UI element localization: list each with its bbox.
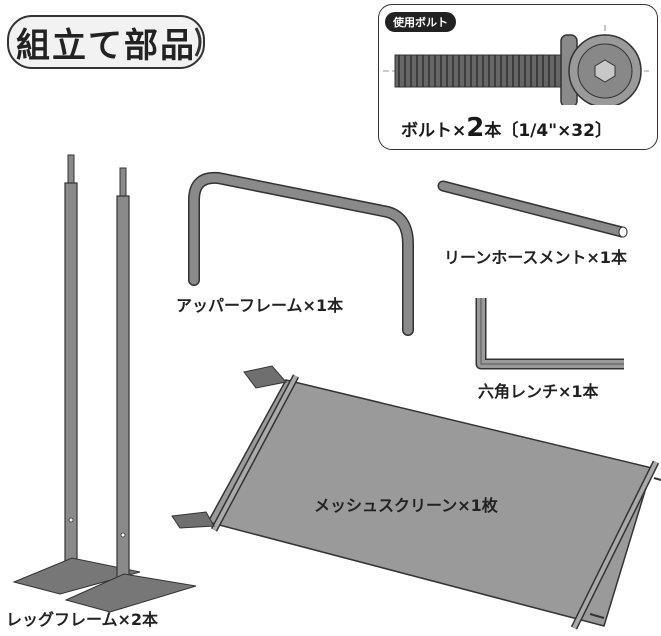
bolt-box: 使用ボルト ボルト×2本〔1/4"×32〕 <box>378 4 658 150</box>
leg-frame-right <box>64 167 197 613</box>
bolt-illustration <box>383 25 649 105</box>
reinforcement-bar <box>437 180 628 238</box>
bolt-caption-prefix: ボルト× <box>401 121 467 141</box>
bolt-badge: 使用ボルト <box>385 12 456 32</box>
label-upper-frame: アッパーフレーム×1本 <box>176 296 344 315</box>
bolt-count: 2 <box>466 113 485 143</box>
label-mesh-screen: メッシュスクリーン×1枚 <box>314 496 498 515</box>
label-hex-wrench: 六角レンチ×1本 <box>478 382 599 401</box>
label-reinforcement: リーンホースメント×1本 <box>444 248 627 267</box>
bolt-caption: ボルト×2本〔1/4"×32〕 <box>401 113 612 143</box>
title-frame <box>7 15 205 69</box>
leg-frame-left <box>12 154 141 595</box>
bolt-caption-suffix: 本〔1/4"×32〕 <box>484 121 612 141</box>
mesh-screen <box>171 365 661 630</box>
page-title: 組立て部品 <box>16 25 196 66</box>
title-box: 組立て部品 <box>6 14 206 70</box>
hex-wrench <box>475 298 624 370</box>
label-leg-frame: レッグフレーム×2本 <box>6 610 159 629</box>
